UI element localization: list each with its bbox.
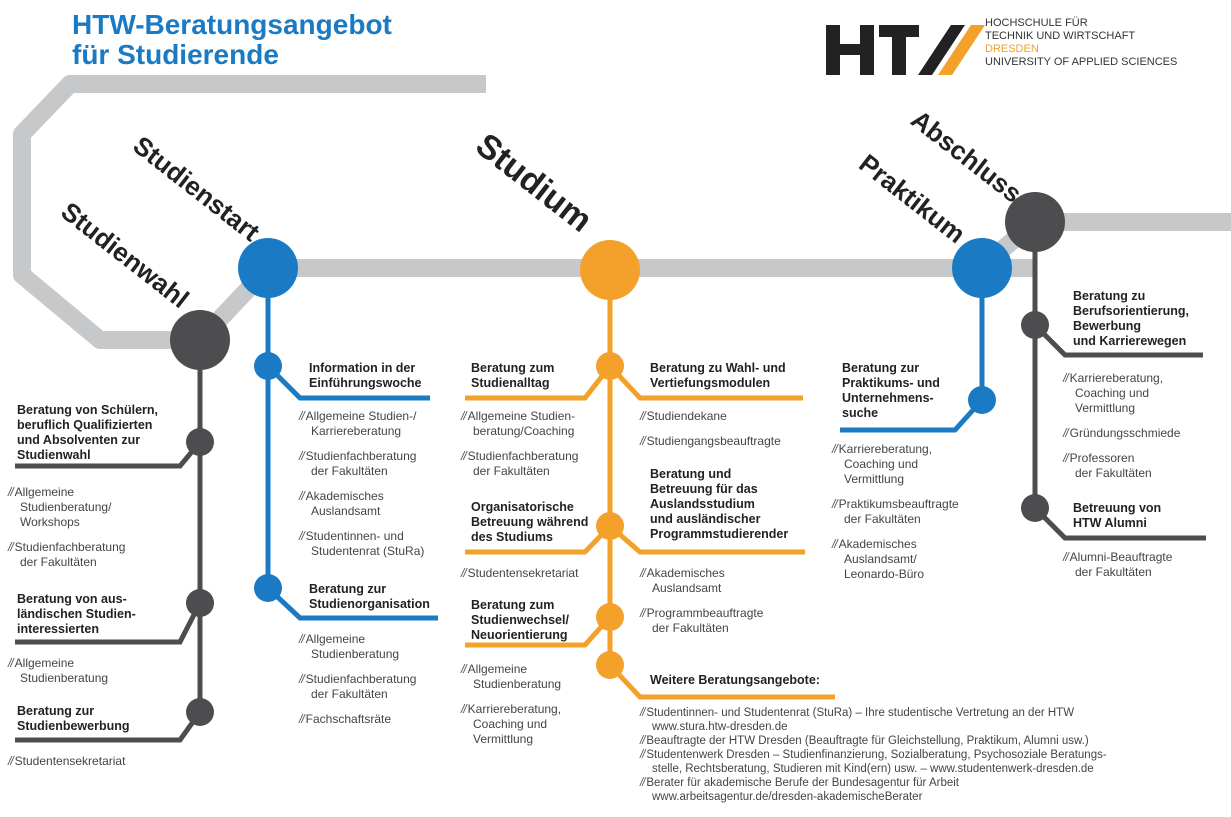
station-studium — [580, 240, 640, 300]
abschluss-heading-2: Betreuung von HTW Alumni — [1073, 501, 1162, 530]
list-item: //Professoren der Fakultäten — [1063, 451, 1152, 480]
stop-studium-2 — [596, 512, 624, 540]
list-item: //Allgemeine Studienberatung — [299, 632, 400, 661]
studienwahl-list-3: //Studentensekretariat — [8, 754, 125, 779]
list-item: //Beauftragte der HTW Dresden (Beauftrag… — [640, 735, 1089, 747]
studium-right-heading-2: Beratung und Betreuung für das Auslandss… — [650, 467, 789, 541]
list-item: //Akademisches Auslandsamt — [640, 566, 725, 595]
studium-left-heading-2: Organisatorische Betreuung während des S… — [471, 500, 589, 544]
studium-right-list-1: //Studiendekane //Studiengangsbeauftragt… — [640, 409, 781, 459]
studienwahl-heading-2: Beratung von aus- ländischen Studien- in… — [17, 592, 136, 636]
list-item: //Studentensekretariat — [8, 754, 126, 768]
stop-studienwahl-1 — [186, 428, 214, 456]
list-item: //Studentenwerk Dresden – Studienfinanzi… — [640, 749, 1107, 775]
station-studienstart — [238, 238, 298, 298]
studienstart-list-2: //Allgemeine Studienberatung //Studienfa… — [299, 632, 416, 737]
list-item: //Allgemeine Studien- beratung/Coaching — [461, 409, 576, 438]
stop-studienwahl-3 — [186, 698, 214, 726]
studienstart-branch — [265, 268, 438, 621]
abschluss-list-1: //Karriereberatung, Coaching und Vermitt… — [1063, 371, 1180, 491]
list-item: //Allgemeine Studienberatung/ Workshops — [8, 485, 112, 529]
praktikum-heading-1: Beratung zur Praktikums- und Unternehmen… — [842, 361, 940, 420]
abschluss-branch — [1032, 222, 1206, 541]
studium-left-list-1: //Allgemeine Studien- beratung/Coaching … — [461, 409, 578, 489]
list-item: //Akademisches Auslandsamt/ Leonardo-Bür… — [832, 537, 925, 581]
list-item: //Allgemeine Studienberatung — [8, 656, 109, 685]
title-line-1: HTW-Beratungsangebot — [72, 9, 392, 40]
studium-right-heading-1: Beratung zu Wahl- und Vertiefungsmodulen — [650, 361, 786, 390]
studium-right-list-3: //Studentinnen- und Studentenrat (StuRa)… — [640, 706, 1107, 804]
logo-line-2: TECHNIK UND WIRTSCHAFT — [985, 30, 1136, 42]
stop-abschluss-2 — [1021, 494, 1049, 522]
page-title: HTW-Beratungsangebot für Studierende — [72, 10, 392, 70]
htw-logo-mark — [826, 25, 985, 75]
station-studienwahl — [170, 310, 230, 370]
logo-line-1: HOCHSCHULE FÜR — [985, 17, 1088, 29]
stop-studienstart-1 — [254, 352, 282, 380]
studienstart-heading-2: Beratung zur Studienorganisation — [309, 582, 430, 611]
list-item: //Karriereberatung, Coaching und Vermitt… — [832, 442, 933, 486]
list-item: //Studienfachberatung der Fakultäten — [299, 672, 417, 701]
list-item: //Alumni-Beauftragte der Fakultäten — [1063, 550, 1173, 579]
abschluss-list-2: //Alumni-Beauftragte der Fakultäten — [1063, 550, 1172, 590]
studienwahl-list-1: //Allgemeine Studienberatung/ Workshops … — [8, 485, 125, 580]
studium-right-heading-3: Weitere Beratungsangebote: — [650, 673, 820, 687]
list-item: //Studentensekretariat — [461, 566, 579, 580]
list-item: //Praktikumsbeauftragte der Fakultäten — [832, 497, 959, 526]
stop-studium-4 — [596, 651, 624, 679]
stop-studium-3 — [596, 603, 624, 631]
stop-studium-1 — [596, 352, 624, 380]
stop-abschluss-1 — [1021, 311, 1049, 339]
list-item: //Karriereberatung, Coaching und Vermitt… — [1063, 371, 1164, 415]
studienstart-heading-1: Information in der Einführungswoche — [309, 361, 422, 390]
list-item: //Gründungsschmiede — [1063, 426, 1181, 440]
studium-left-heading-1: Beratung zum Studienalltag — [471, 361, 555, 390]
studienwahl-heading-1: Beratung von Schülern, beruflich Qualifi… — [17, 403, 158, 462]
list-item: //Studentinnen- und Studentenrat (StuRa) — [299, 529, 425, 558]
list-item: //Allgemeine Studienberatung — [461, 662, 562, 691]
list-item: //Karriereberatung, Coaching und Vermitt… — [461, 702, 562, 746]
title-line-2: für Studierende — [72, 39, 279, 70]
studium-left-heading-3: Beratung zum Studienwechsel/ Neuorientie… — [471, 598, 569, 642]
studienwahl-list-2: //Allgemeine Studienberatung — [8, 656, 108, 696]
stop-praktikum-1 — [968, 386, 996, 414]
list-item: //Fachschaftsräte — [299, 712, 392, 726]
praktikum-list-1: //Karriereberatung, Coaching und Vermitt… — [832, 442, 959, 592]
stop-studienwahl-2 — [186, 589, 214, 617]
logo-line-3: DRESDEN — [985, 43, 1039, 55]
logo-line-4: UNIVERSITY OF APPLIED SCIENCES — [985, 56, 1178, 68]
list-item: //Allgemeine Studien-/ Karriereberatung — [299, 409, 417, 438]
list-item: //Studienfachberatung der Fakultäten — [8, 540, 126, 569]
stop-studienstart-2 — [254, 574, 282, 602]
list-item: //Studiengangsbeauftragte — [640, 434, 781, 448]
abschluss-heading-1: Beratung zu Berufsorientierung, Bewerbun… — [1073, 289, 1189, 348]
list-item: //Akademisches Auslandsamt — [299, 489, 384, 518]
studienwahl-heading-3: Beratung zur Studienbewerbung — [17, 704, 130, 733]
list-item: //Berater für akademische Berufe der Bun… — [640, 777, 959, 803]
studium-right-list-2: //Akademisches Auslandsamt //Programmbea… — [640, 566, 763, 646]
studienstart-list-1: //Allgemeine Studien-/ Karriereberatung … — [299, 409, 424, 569]
htw-logo-text: HOCHSCHULE FÜR TECHNIK UND WIRTSCHAFT DR… — [985, 17, 1177, 69]
track-outer-loop — [13, 75, 486, 349]
studium-left-list-2: //Studentensekretariat — [461, 566, 578, 591]
station-abschluss — [1005, 192, 1065, 252]
station-praktikum — [952, 238, 1012, 298]
list-item: //Studentinnen- und Studentenrat (StuRa)… — [640, 707, 1075, 733]
list-item: //Studiendekane — [640, 409, 727, 423]
list-item: //Programmbeauftragte der Fakultäten — [640, 606, 764, 635]
list-item: //Studienfachberatung der Fakultäten — [299, 449, 417, 478]
list-item: //Studienfachberatung der Fakultäten — [461, 449, 579, 478]
studium-left-list-3: //Allgemeine Studienberatung //Karriereb… — [461, 662, 561, 757]
